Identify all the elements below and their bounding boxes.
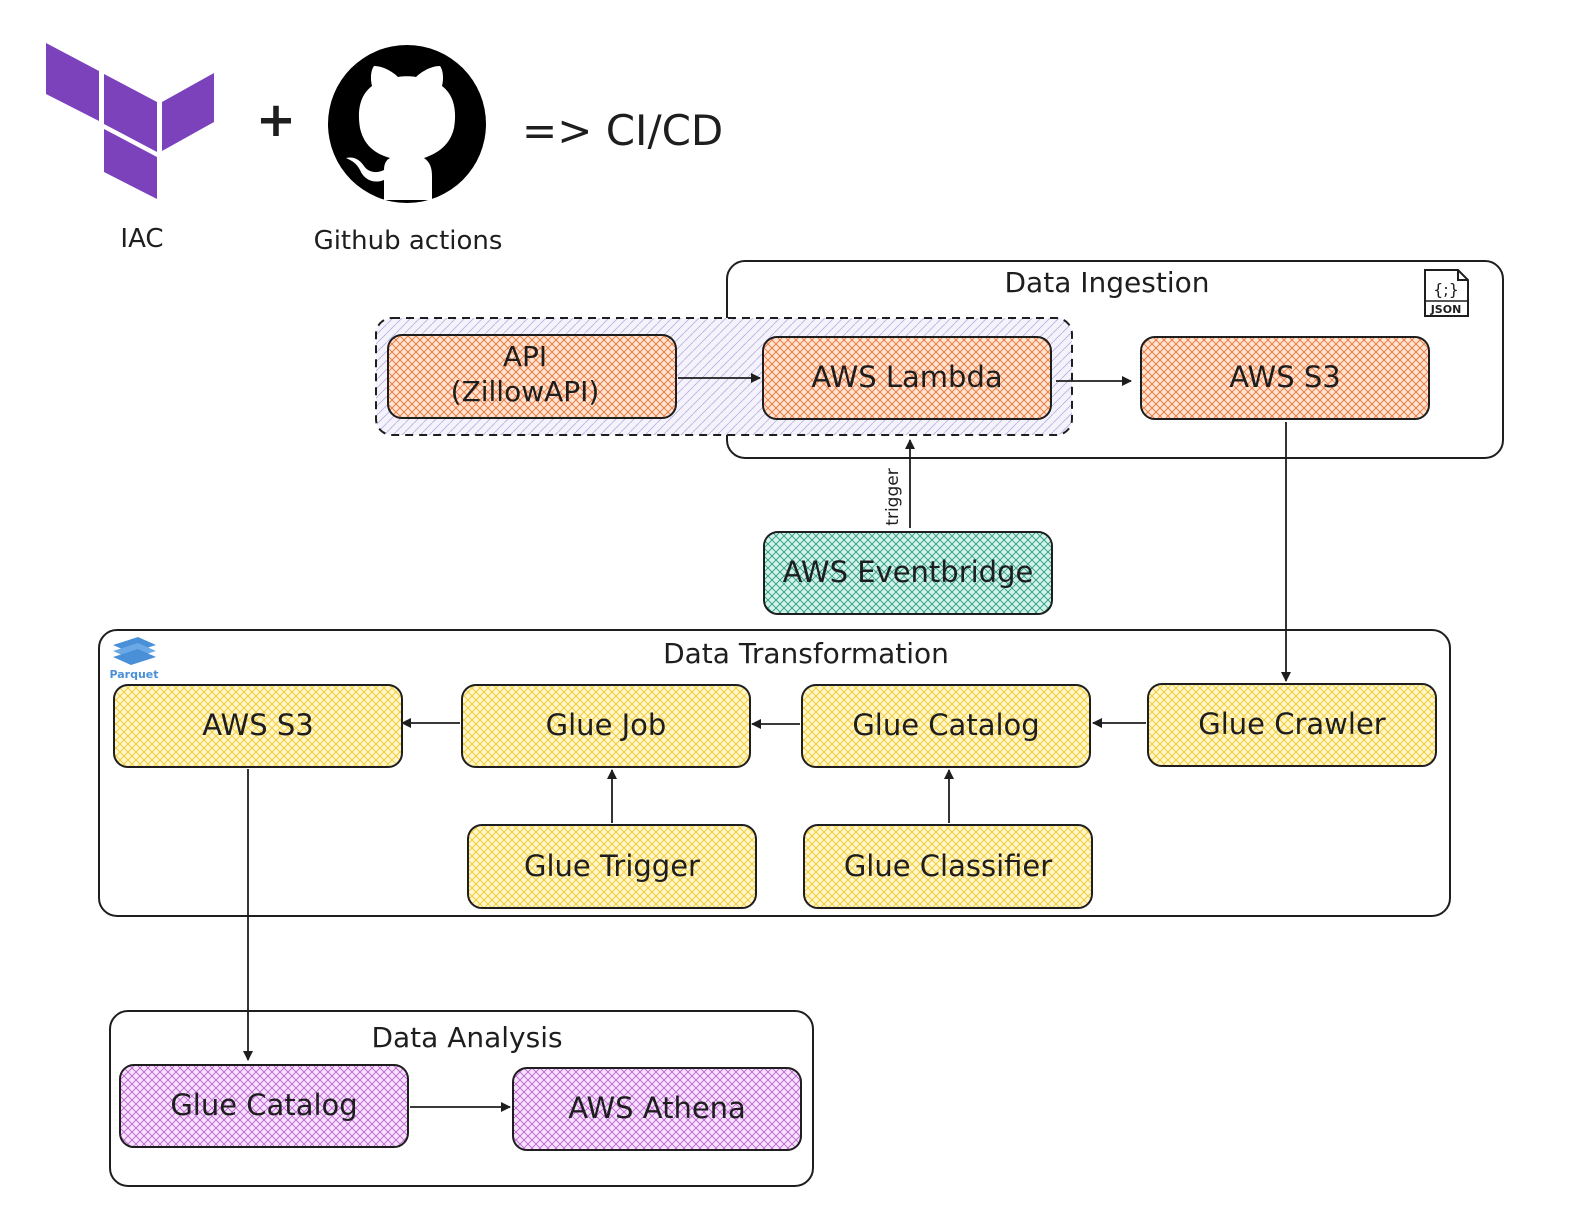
node-glue-catalog	[801, 684, 1091, 768]
node-analysis-glue-catalog	[119, 1064, 409, 1148]
node-glue-job	[461, 684, 751, 768]
node-glue-crawler-label: Glue Crawler	[1198, 707, 1386, 741]
node-api	[387, 334, 677, 419]
github-logo-icon	[328, 45, 486, 203]
node-aws-s3-raw	[1140, 336, 1430, 420]
node-aws-athena	[512, 1067, 802, 1151]
cicd-label: => CI/CD	[522, 106, 723, 155]
group-title-ingestion: Data Ingestion	[1005, 266, 1210, 299]
node-aws-lambda-label: AWS Lambda	[811, 360, 1002, 394]
node-glue-job-label: Glue Job	[546, 708, 667, 742]
node-api-label-line2: (ZillowAPI)	[451, 375, 600, 408]
terraform-logo-icon	[46, 43, 214, 199]
node-glue-classifier	[803, 824, 1093, 909]
json-file-icon: {;} JSON	[1424, 269, 1469, 317]
node-aws-lambda	[762, 336, 1052, 420]
node-aws-athena-label: AWS Athena	[568, 1091, 746, 1125]
github-label: Github actions	[314, 226, 503, 256]
group-title-transformation: Data Transformation	[663, 637, 949, 670]
group-data-analysis	[109, 1010, 814, 1187]
node-glue-classifier-label: Glue Classifier	[844, 849, 1052, 883]
node-glue-catalog-label: Glue Catalog	[852, 708, 1039, 742]
node-glue-trigger	[467, 824, 757, 909]
plus-sign: +	[256, 92, 296, 148]
node-aws-s3-raw-label: AWS S3	[1229, 360, 1340, 394]
node-analysis-glue-catalog-label: Glue Catalog	[170, 1088, 357, 1122]
node-aws-eventbridge	[763, 531, 1053, 615]
node-aws-s3-parquet-label: AWS S3	[202, 708, 313, 742]
parquet-logo-icon: Parquet	[109, 637, 159, 681]
group-title-analysis: Data Analysis	[371, 1021, 562, 1054]
json-word-text: JSON	[1430, 303, 1462, 316]
node-glue-trigger-label: Glue Trigger	[524, 849, 700, 883]
iac-label: IAC	[120, 224, 163, 254]
group-data-transformation	[98, 629, 1451, 917]
node-api-label-line1: API	[503, 340, 547, 373]
json-braces-text: {;}	[1433, 280, 1459, 299]
edge-trigger-label: trigger	[883, 468, 903, 525]
node-aws-eventbridge-label: AWS Eventbridge	[783, 555, 1034, 589]
node-glue-crawler	[1147, 683, 1437, 767]
parquet-word-text: Parquet	[109, 668, 158, 681]
